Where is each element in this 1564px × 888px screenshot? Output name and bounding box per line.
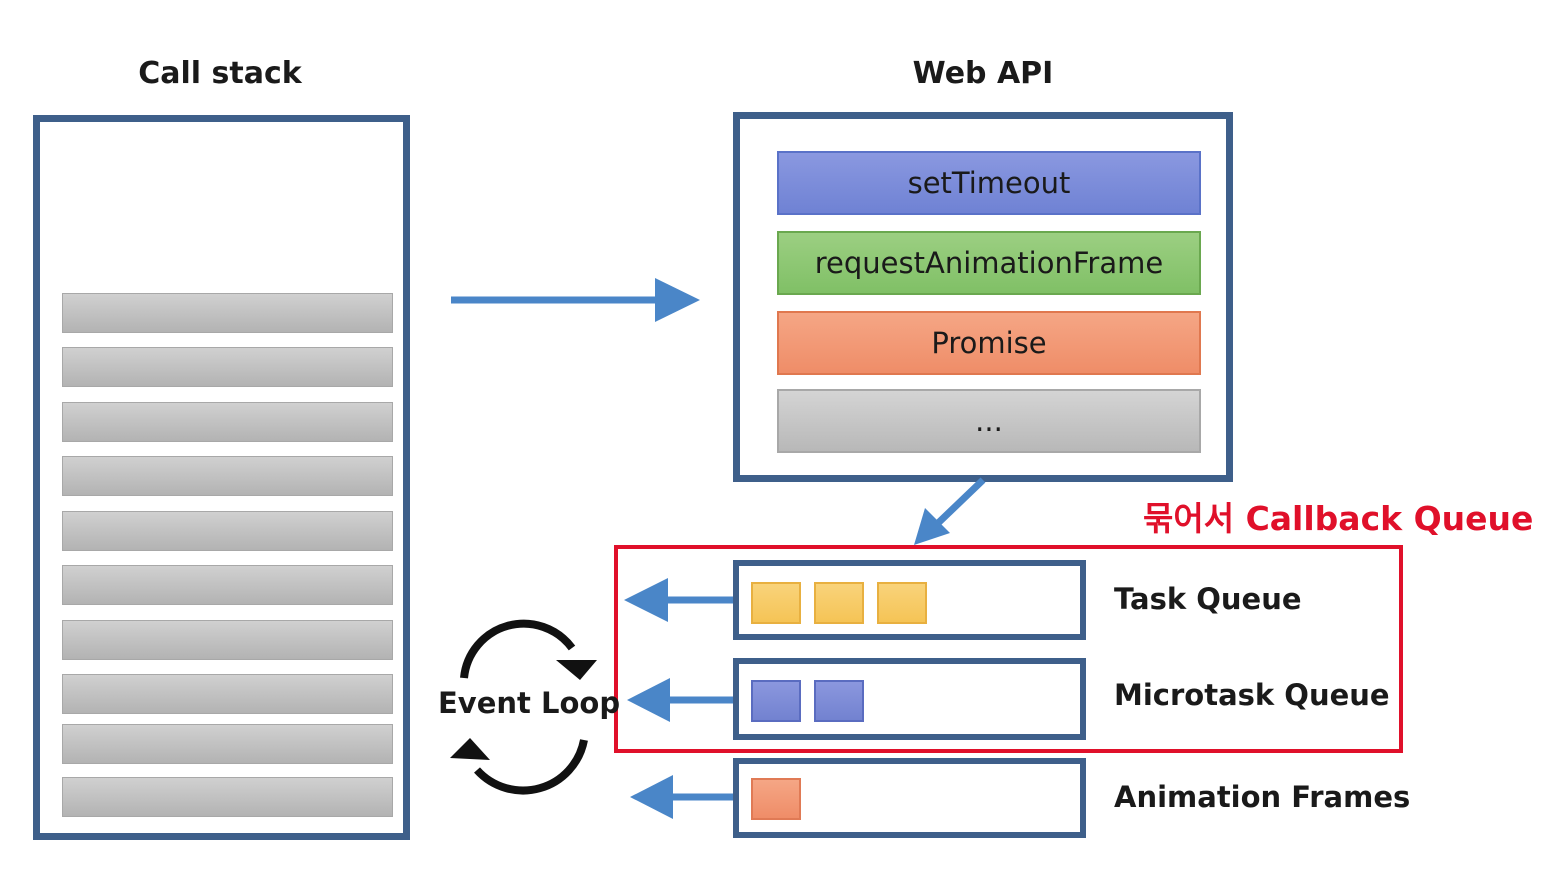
call-stack-frame	[62, 777, 393, 817]
callback-queue-label: 묶어서 Callback Queue	[1143, 499, 1534, 538]
animation-frames-box	[733, 758, 1086, 838]
microtask-queue-box	[733, 658, 1086, 740]
call-stack-frame	[62, 620, 393, 660]
call-stack-frame	[62, 565, 393, 605]
call-stack-frame	[62, 674, 393, 714]
web-api-item-more: ...	[777, 389, 1201, 453]
call-stack-frame	[62, 293, 393, 333]
arrow-web-api-to-callback-queue	[914, 477, 986, 545]
task-queue-item	[751, 582, 801, 624]
call-stack-frame	[62, 724, 393, 764]
web-api-item-settimeout: setTimeout	[777, 151, 1201, 215]
callback-queue-frame	[614, 545, 1403, 753]
arrow-animation-frames-out	[630, 775, 733, 819]
microtask-queue-item	[814, 680, 864, 722]
web-api-item-promise: Promise	[777, 311, 1201, 375]
arrow-task-queue-out	[624, 578, 733, 622]
call-stack-title: Call stack	[138, 56, 302, 91]
call-stack-container	[33, 115, 410, 840]
task-queue-label: Task Queue	[1114, 582, 1302, 616]
event-loop-label: Event Loop	[438, 686, 621, 720]
call-stack-frame	[62, 511, 393, 551]
task-queue-box	[733, 560, 1086, 640]
animation-frames-item	[751, 778, 801, 820]
microtask-queue-item	[751, 680, 801, 722]
web-api-item-requestanimationframe: requestAnimationFrame	[777, 231, 1201, 295]
task-queue-item	[814, 582, 864, 624]
microtask-queue-label: Microtask Queue	[1114, 678, 1390, 712]
arrow-microtask-queue-out	[627, 678, 733, 722]
call-stack-frame	[62, 402, 393, 442]
web-api-container: setTimeout requestAnimationFrame Promise…	[733, 112, 1233, 482]
event-loop-cycle-icon	[450, 619, 597, 795]
web-api-title: Web API	[912, 56, 1054, 91]
call-stack-frame	[62, 456, 393, 496]
arrow-call-stack-to-web-api	[451, 278, 700, 322]
animation-frames-label: Animation Frames	[1114, 780, 1411, 814]
call-stack-frame	[62, 347, 393, 387]
task-queue-item	[877, 582, 927, 624]
